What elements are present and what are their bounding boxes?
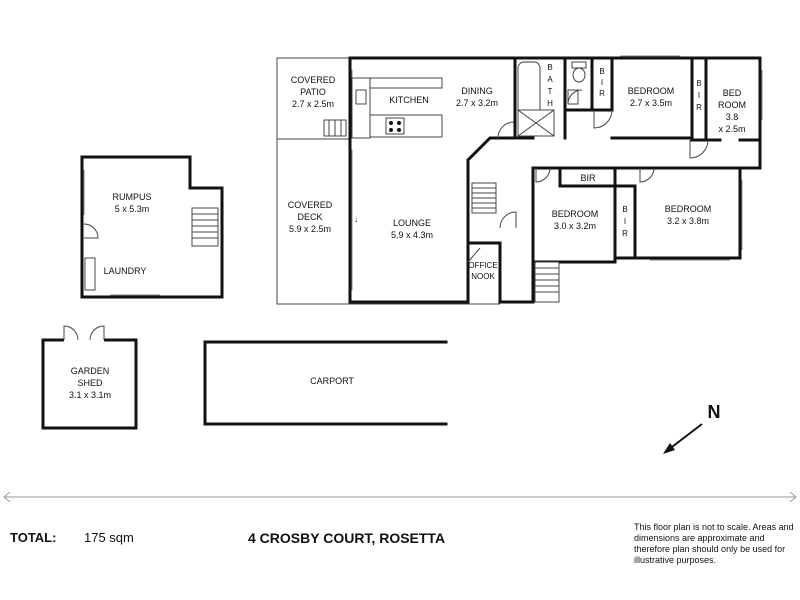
svg-text:DECK: DECK	[297, 212, 322, 222]
toilet-icon	[571, 61, 587, 83]
total-value: 175 sqm	[84, 530, 134, 545]
disclaimer: This floor plan is not to scale. Areas a…	[634, 522, 794, 565]
svg-text:3.8: 3.8	[726, 112, 739, 122]
kitchen-island	[369, 114, 443, 138]
carport-label: CARPORT	[310, 376, 354, 386]
rumpus-building	[80, 155, 224, 299]
kitchen-sink-icon	[355, 89, 367, 105]
cooktop-icon	[385, 117, 405, 135]
svg-text:I: I	[601, 78, 603, 87]
svg-text:3.0 x 3.2m: 3.0 x 3.2m	[554, 221, 596, 231]
door-swing-icon	[63, 325, 79, 341]
garden-shed	[41, 325, 138, 430]
kitchen-label: KITCHEN	[389, 95, 429, 105]
door-swing-icon	[689, 139, 709, 159]
external-stairs-icon	[534, 261, 560, 303]
bir-label: BIR	[580, 173, 596, 183]
property-address: 4 CROSBY COURT, ROSETTA	[248, 530, 446, 546]
svg-text:R: R	[696, 103, 702, 112]
covered-deck-label: COVERED	[288, 200, 333, 210]
stairs-icon	[191, 207, 219, 247]
door-swing-icon	[497, 121, 515, 139]
svg-text:A: A	[547, 75, 553, 84]
svg-text:ROOM: ROOM	[718, 100, 746, 110]
svg-text:T: T	[548, 87, 553, 96]
dimension-line	[3, 491, 797, 503]
svg-text:5.9 x 4.3m: 5.9 x 4.3m	[391, 230, 433, 240]
svg-text:I: I	[624, 217, 626, 226]
svg-text:R: R	[622, 229, 628, 238]
svg-text:PATIO: PATIO	[300, 87, 326, 97]
vanity-icon	[567, 89, 579, 105]
bedroom-label: BEDROOM	[665, 204, 712, 214]
svg-text:3.1 x 3.1m: 3.1 x 3.1m	[69, 390, 111, 400]
covered-patio-label: COVERED	[291, 75, 336, 85]
carport-outline	[203, 340, 448, 426]
stairs-icon	[471, 182, 497, 214]
svg-text:H: H	[547, 99, 553, 108]
laundry-tub-icon	[84, 257, 96, 291]
north-arrow-icon	[663, 423, 703, 454]
door-swing-icon	[639, 167, 655, 183]
svg-text:2.7 x 3.2m: 2.7 x 3.2m	[456, 98, 498, 108]
garden-shed-label: GARDEN	[71, 366, 110, 376]
bir-label: B	[622, 205, 627, 214]
bedroom-label: BEDROOM	[628, 86, 675, 96]
svg-text:2.7 x 3.5m: 2.7 x 3.5m	[630, 98, 672, 108]
svg-text:I: I	[698, 91, 700, 100]
door-swing-icon	[89, 325, 105, 341]
bir-label: B	[599, 67, 604, 76]
total-label: TOTAL:	[10, 530, 57, 545]
svg-text:x 2.5m: x 2.5m	[718, 124, 745, 134]
office-nook-label: OFFICE	[468, 261, 497, 270]
door-swing-icon	[83, 223, 99, 239]
bath-label: B	[547, 63, 552, 72]
patio-steps-icon	[323, 119, 347, 137]
svg-text:5.9 x 2.5m: 5.9 x 2.5m	[289, 224, 331, 234]
dining-label: DINING	[461, 86, 493, 96]
kitchen-bench	[351, 77, 371, 139]
svg-text:2.7 x 2.5m: 2.7 x 2.5m	[292, 99, 334, 109]
rumpus-label: RUMPUS	[112, 192, 151, 202]
bedroom-label: BEDROOM	[552, 209, 599, 219]
lounge-label: LOUNGE	[393, 218, 431, 228]
svg-text:5 x 5.3m: 5 x 5.3m	[115, 204, 150, 214]
main-house: ↓	[276, 55, 763, 305]
door-swing-icon	[499, 211, 517, 229]
bir-label: B	[696, 79, 701, 88]
svg-text:R: R	[599, 89, 605, 98]
door-swing-icon	[567, 89, 583, 105]
svg-text:SHED: SHED	[77, 378, 103, 388]
north-label: N	[708, 402, 721, 422]
door-swing-icon	[593, 109, 613, 129]
bedroom-label: BED	[723, 88, 742, 98]
door-swing-icon	[535, 167, 551, 183]
svg-text:3.2 x 3.8m: 3.2 x 3.8m	[667, 216, 709, 226]
svg-text:NOOK: NOOK	[471, 272, 495, 281]
svg-text:↓: ↓	[354, 215, 358, 224]
laundry-label: LAUNDRY	[104, 266, 147, 276]
